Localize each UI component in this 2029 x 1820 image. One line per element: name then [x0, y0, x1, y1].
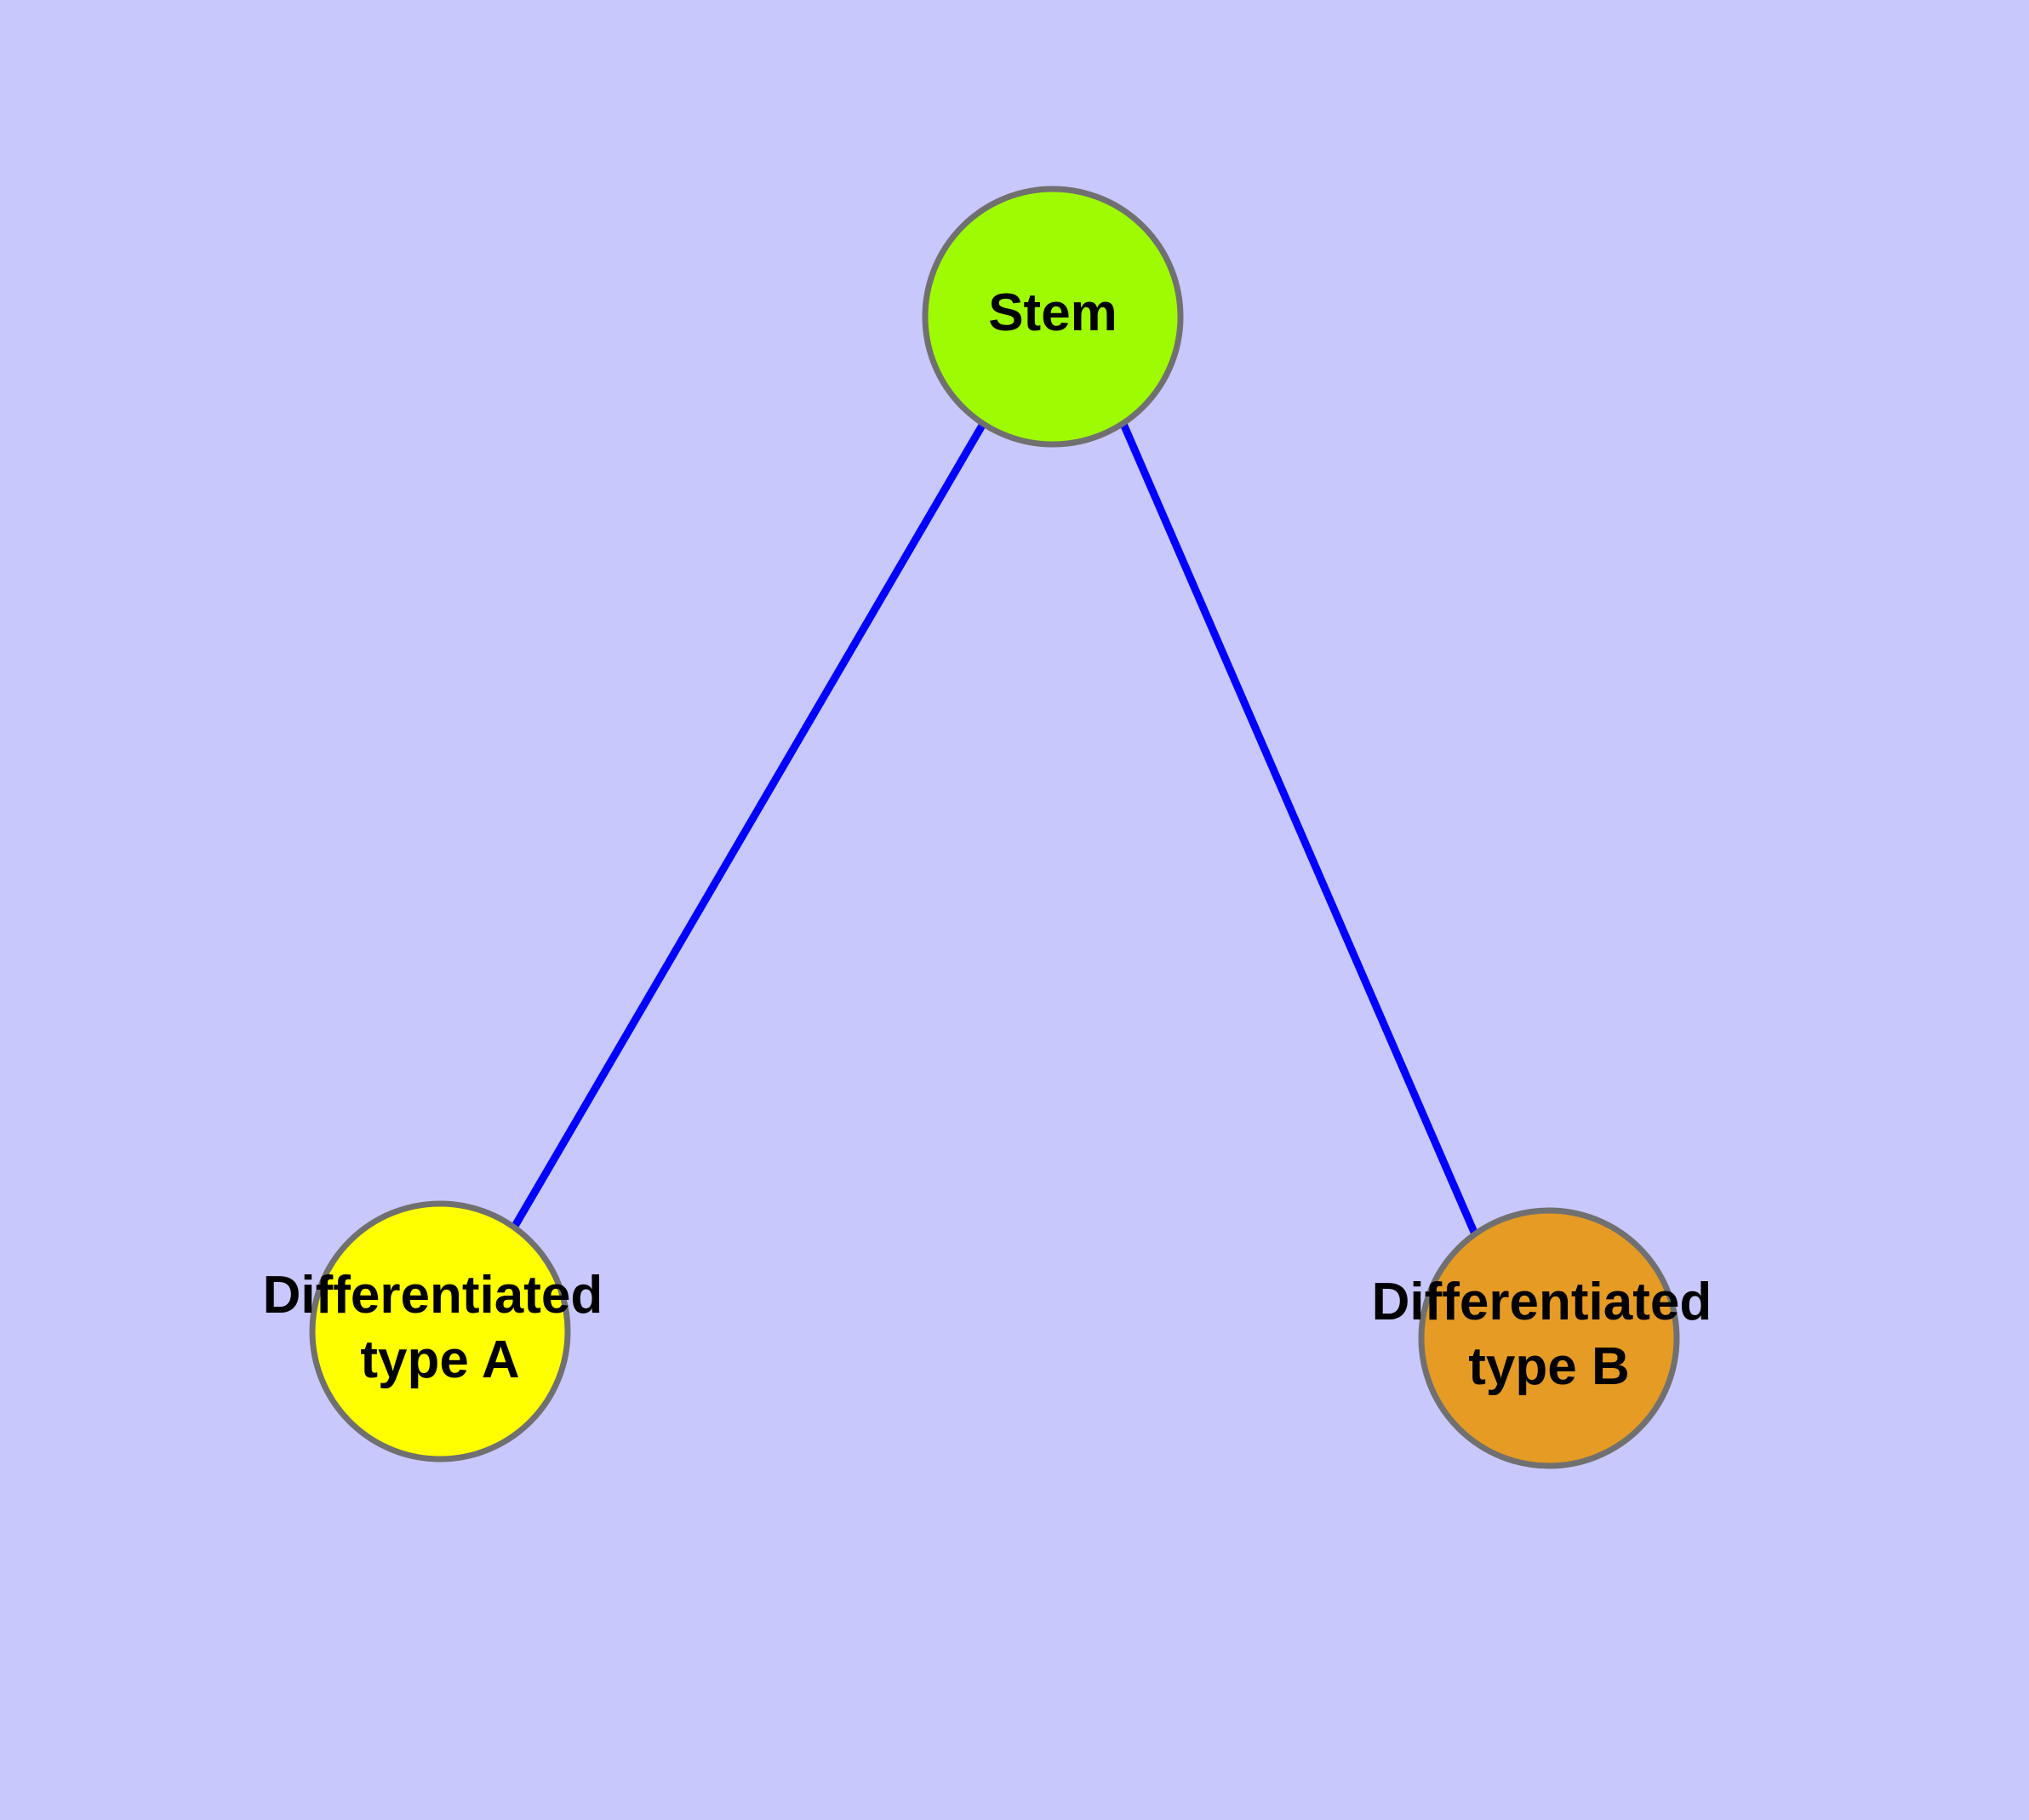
labels-layer: Stem Differentiated type A Differentiate… — [263, 283, 1727, 1396]
edge-stem-to-differentiated-type-b — [1119, 422, 1480, 1238]
node-differentiated-type-a[interactable] — [309, 1200, 571, 1462]
node-label-differentiated-type-b-line1: Differentiated — [1372, 1273, 1712, 1331]
edges-layer — [511, 421, 1480, 1238]
node-label-differentiated-type-a-line2: type A — [360, 1331, 519, 1389]
node-label-differentiated-type-a-line1: Differentiated — [263, 1266, 603, 1325]
node-label-differentiated-type-a: Differentiated type A — [263, 1266, 618, 1389]
node-label-differentiated-type-b-line2: type B — [1468, 1337, 1629, 1396]
nodes-layer — [309, 186, 1680, 1469]
node-differentiated-type-b[interactable] — [1418, 1207, 1680, 1469]
node-label-stem-line1: Stem — [988, 283, 1117, 342]
node-label-stem: Stem — [988, 283, 1117, 342]
node-label-differentiated-type-b: Differentiated type B — [1372, 1273, 1727, 1396]
node-stem[interactable] — [922, 186, 1184, 448]
edge-stem-to-differentiated-type-a — [511, 421, 986, 1230]
